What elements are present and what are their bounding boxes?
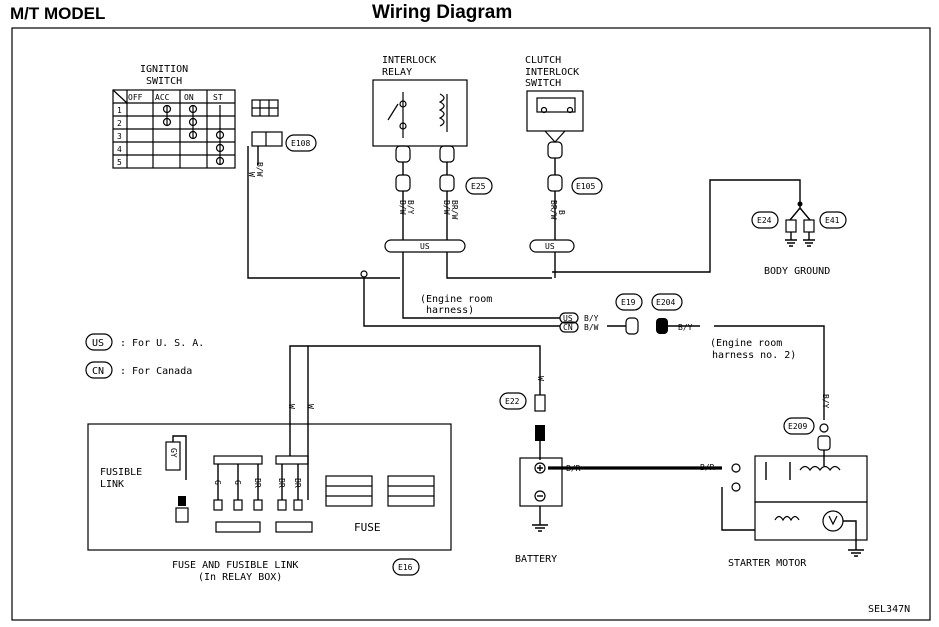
- e41-badge: E41: [819, 211, 847, 229]
- svg-text:E108: E108: [291, 139, 310, 148]
- e19-badge: E19: [615, 293, 643, 311]
- battery: [519, 457, 563, 532]
- e105-badge: E105: [571, 177, 603, 195]
- svg-text:BR: BR: [293, 478, 302, 488]
- diagram-frame: [11, 27, 931, 621]
- svg-text:E105: E105: [576, 182, 595, 191]
- col-off: OFF: [128, 93, 143, 102]
- svg-text:W: W: [287, 404, 296, 409]
- relay-label-1: INTERLOCK: [382, 55, 436, 66]
- legend-us-badge: US: [92, 338, 104, 349]
- e22-badge: E22: [499, 392, 527, 410]
- us-badge-bus: US: [563, 314, 573, 323]
- ignition-switch-label-2: SWITCH: [146, 76, 182, 87]
- fuse-box: FUSIBLE LINK GY G G BR BR BR FUSE: [87, 412, 452, 551]
- svg-text:B/W: B/W: [255, 162, 264, 177]
- body-ground-label: BODY GROUND: [764, 266, 830, 277]
- legend-cn-text: : For Canada: [120, 366, 192, 377]
- svg-text:BR/W: BR/W: [450, 200, 459, 219]
- clutch-label-3: SWITCH: [525, 78, 561, 89]
- legend: US : For U. S. A. CN : For Canada: [85, 333, 204, 379]
- e25-badge: E25: [465, 177, 493, 195]
- svg-text:B/W: B/W: [584, 323, 599, 332]
- e209-badge: E209: [783, 417, 815, 435]
- col-st: ST: [213, 93, 223, 102]
- svg-text:G: G: [213, 480, 222, 485]
- svg-text:GY: GY: [169, 448, 178, 458]
- wires: US CN: [247, 146, 831, 531]
- row-1: 1: [117, 106, 122, 115]
- engine-room-no2-note-1: (Engine room: [710, 338, 782, 349]
- legend-us-text: : For U. S. A.: [120, 338, 204, 349]
- row-3: 3: [117, 132, 122, 141]
- clutch-interlock-switch: CLUTCH INTERLOCK SWITCH: [525, 55, 584, 159]
- e108-badge: E108: [285, 134, 317, 152]
- page-title: Wiring Diagram: [372, 2, 513, 23]
- us-harness-1: US: [420, 242, 430, 251]
- battery-label: BATTERY: [515, 554, 557, 565]
- starter-motor: [754, 455, 868, 557]
- svg-text:B/Y: B/Y: [678, 323, 693, 332]
- svg-text:BR: BR: [277, 478, 286, 488]
- interlock-relay: INTERLOCK RELAY: [372, 55, 468, 163]
- svg-text:E204: E204: [656, 298, 675, 307]
- svg-text:W: W: [247, 172, 256, 177]
- cn-badge-bus: CN: [563, 323, 573, 332]
- svg-text:W: W: [306, 404, 315, 409]
- relay-label-2: RELAY: [382, 67, 412, 78]
- engine-room-note-1: (Engine room: [420, 294, 492, 305]
- row-5: 5: [117, 158, 122, 167]
- col-acc: ACC: [155, 93, 170, 102]
- clutch-label-1: CLUTCH: [525, 55, 561, 66]
- ignition-switch-label-1: IGNITION: [140, 64, 188, 75]
- fusible-link-label-2: LINK: [100, 479, 124, 490]
- row-4: 4: [117, 145, 122, 154]
- us-harness-2: US: [545, 242, 555, 251]
- e24-badge: E24: [751, 211, 779, 229]
- svg-text:E19: E19: [621, 298, 636, 307]
- diagram-code: SEL347N: [868, 604, 910, 615]
- fusible-link-label-1: FUSIBLE: [100, 467, 142, 478]
- svg-text:E41: E41: [825, 216, 840, 225]
- model-label: M/T MODEL: [10, 4, 106, 23]
- engine-room-note-2: harness): [426, 305, 474, 316]
- svg-text:B/Y: B/Y: [584, 314, 599, 323]
- svg-text:E209: E209: [788, 422, 807, 431]
- svg-text:E16: E16: [398, 563, 413, 572]
- svg-text:B/Y: B/Y: [821, 394, 830, 409]
- svg-text:G: G: [233, 480, 242, 485]
- starter-motor-label: STARTER MOTOR: [728, 558, 807, 569]
- fuse-box-label-1: FUSE AND FUSIBLE LINK: [172, 560, 298, 571]
- fuse-box-label-2: (In RELAY BOX): [198, 572, 282, 583]
- svg-text:E22: E22: [505, 397, 520, 406]
- svg-text:BR/W: BR/W: [549, 200, 558, 219]
- clutch-label-2: INTERLOCK: [525, 67, 579, 78]
- engine-room-no2-note-2: harness no. 2): [712, 350, 796, 361]
- row-2: 2: [117, 119, 122, 128]
- svg-text:E24: E24: [757, 216, 772, 225]
- svg-text:B/Y: B/Y: [406, 200, 415, 215]
- ignition-switch: IGNITION SWITCH OFF ACC ON ST 1 2 3 4 5: [112, 64, 283, 169]
- legend-cn-badge: CN: [92, 366, 104, 377]
- e204-badge: E204: [651, 293, 683, 311]
- svg-text:E25: E25: [471, 182, 486, 191]
- e16-badge: E16: [392, 558, 420, 576]
- connector-badges: E108 E25 E105 E24 E41 E19 E204 E22 E209 …: [285, 134, 847, 576]
- fuse-label: FUSE: [354, 521, 381, 534]
- svg-text:B: B: [557, 210, 566, 215]
- svg-text:BR: BR: [253, 478, 262, 488]
- col-on: ON: [184, 93, 194, 102]
